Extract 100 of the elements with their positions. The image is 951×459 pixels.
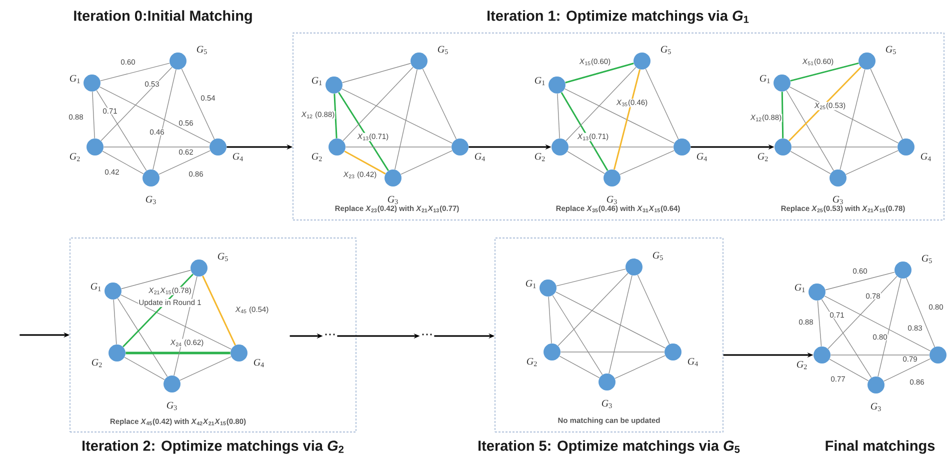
graph-edge [564,88,675,144]
vertex-label: G$_{2}$ [796,360,807,370]
ellipsis: ⋯ [422,334,432,336]
graph-edge [870,68,903,140]
vertex-label: G$_{2}$ [92,358,102,368]
vertex-label: G$_{1}$ [312,76,322,86]
vertex-label: G$_{1}$ [534,76,545,86]
vertex-label: G$_{4}$ [920,152,931,162]
graph-edge [560,92,608,171]
vertex-label: G$_{5}$ [218,252,228,262]
graph-edge [334,94,338,138]
vertex-label: G$_{5}$ [660,46,671,54]
vertex-label: G$_{2}$ [526,358,537,366]
graph-edge [344,150,386,174]
graph-edge [158,150,210,175]
graph-edge [126,352,230,354]
graph-edge [394,69,418,170]
vertex-label: G$_{1}$ [794,284,805,292]
graph-edge [883,358,931,382]
graph-edge [906,278,936,348]
graph-edge [824,296,931,352]
graph-edge [152,69,176,170]
graph-edge [828,276,898,350]
graph-edge [613,69,641,170]
graph-edge [96,90,147,171]
graph-edge [556,268,626,286]
vertex-label: G$_{1}$ [526,280,536,288]
graph-edge [786,90,834,171]
section-heading: Final matchings [826,440,935,454]
graph-edge [552,295,603,375]
vertex-label: G$_{3}$ [832,196,843,204]
panel-heading: Iteration 1: Optimize matchings via G$_{1}$ [488,10,749,24]
panel-heading: Iteration 5: Optimize matchings via G$_{5}$ [478,440,740,454]
graph-edge [830,354,930,356]
graph-edge [781,92,784,138]
graph-edge [559,356,600,378]
vertex-label: G$_{4}$ [232,152,243,162]
graph-edge [92,91,95,139]
vertex-label: G$_{4}$ [474,152,485,162]
graph-edge [113,299,117,345]
graph-edge [614,355,666,379]
graph-edge [645,68,679,140]
vertex-label: G$_{3}$ [602,400,612,408]
graph-edge [124,356,165,380]
graph-edge [121,270,191,290]
vertex-label: G$_{2}$ [534,152,545,162]
ellipsis: ⋯ [325,334,335,336]
graph-edge [817,300,822,347]
graph-edge [829,358,869,382]
graph-edge [342,63,411,83]
graph-edge [620,150,674,175]
graph-edge [100,62,170,82]
vertex-label: G$_{3}$ [606,196,617,204]
graph-edge [341,88,453,144]
vertex-label: G$_{2}$ [312,152,322,162]
graph-edge [548,296,552,344]
graph-edge [558,272,628,346]
vertex-label: G$_{4}$ [688,358,698,366]
graph-edge [181,68,215,140]
graph-edge [608,275,632,374]
graph-edge [555,292,666,348]
vertex-label: G$_{2}$ [758,152,768,162]
vertex-label: G$_{1}$ [70,74,80,84]
graph-edge [825,272,895,290]
graph-edge [99,86,211,144]
graph-edge [345,146,452,148]
graph-edge [788,66,862,142]
graph-edge [790,62,859,82]
vertex-label: G$_{3}$ [166,402,177,410]
vertex-label: G$_{4}$ [696,152,707,162]
graph-vertex [930,346,946,364]
vertex-label: G$_{5}$ [922,254,932,264]
graph-edge [567,151,605,174]
graph-edge [120,294,232,350]
vertex-label: G$_{1}$ [760,74,770,84]
graph-edge [878,278,902,377]
section-heading: Iteration 0:Initial Matching [74,10,252,24]
vertex-label: G$_{5}$ [196,46,207,54]
graph-edge [342,66,414,142]
graph-edge [565,62,634,84]
graph-edge [102,150,144,174]
graph-edge [840,69,866,170]
panel-heading: Iteration 2: Optimize matchings via G$_{2}$ [82,440,344,454]
vertex-label: G$_{3}$ [388,196,398,204]
graph-edge [103,146,210,148]
vertex-label: G$_{4}$ [254,358,264,368]
graph-edge [400,150,452,175]
graph-edge [100,66,172,142]
graph-edge [568,146,674,148]
vertex-label: G$_{5}$ [886,46,896,54]
graph-edge [557,93,560,139]
vertex-label: G$_{5}$ [652,252,663,260]
graph-edge [566,66,636,142]
graph-edge [846,150,898,175]
vertex-label: G$_{3}$ [146,196,156,204]
vertex-label: G$_{5}$ [438,46,448,54]
graph-edge [180,356,232,381]
graph-edge [117,298,168,378]
graph-edge [791,146,898,148]
graph-edge [821,299,872,378]
